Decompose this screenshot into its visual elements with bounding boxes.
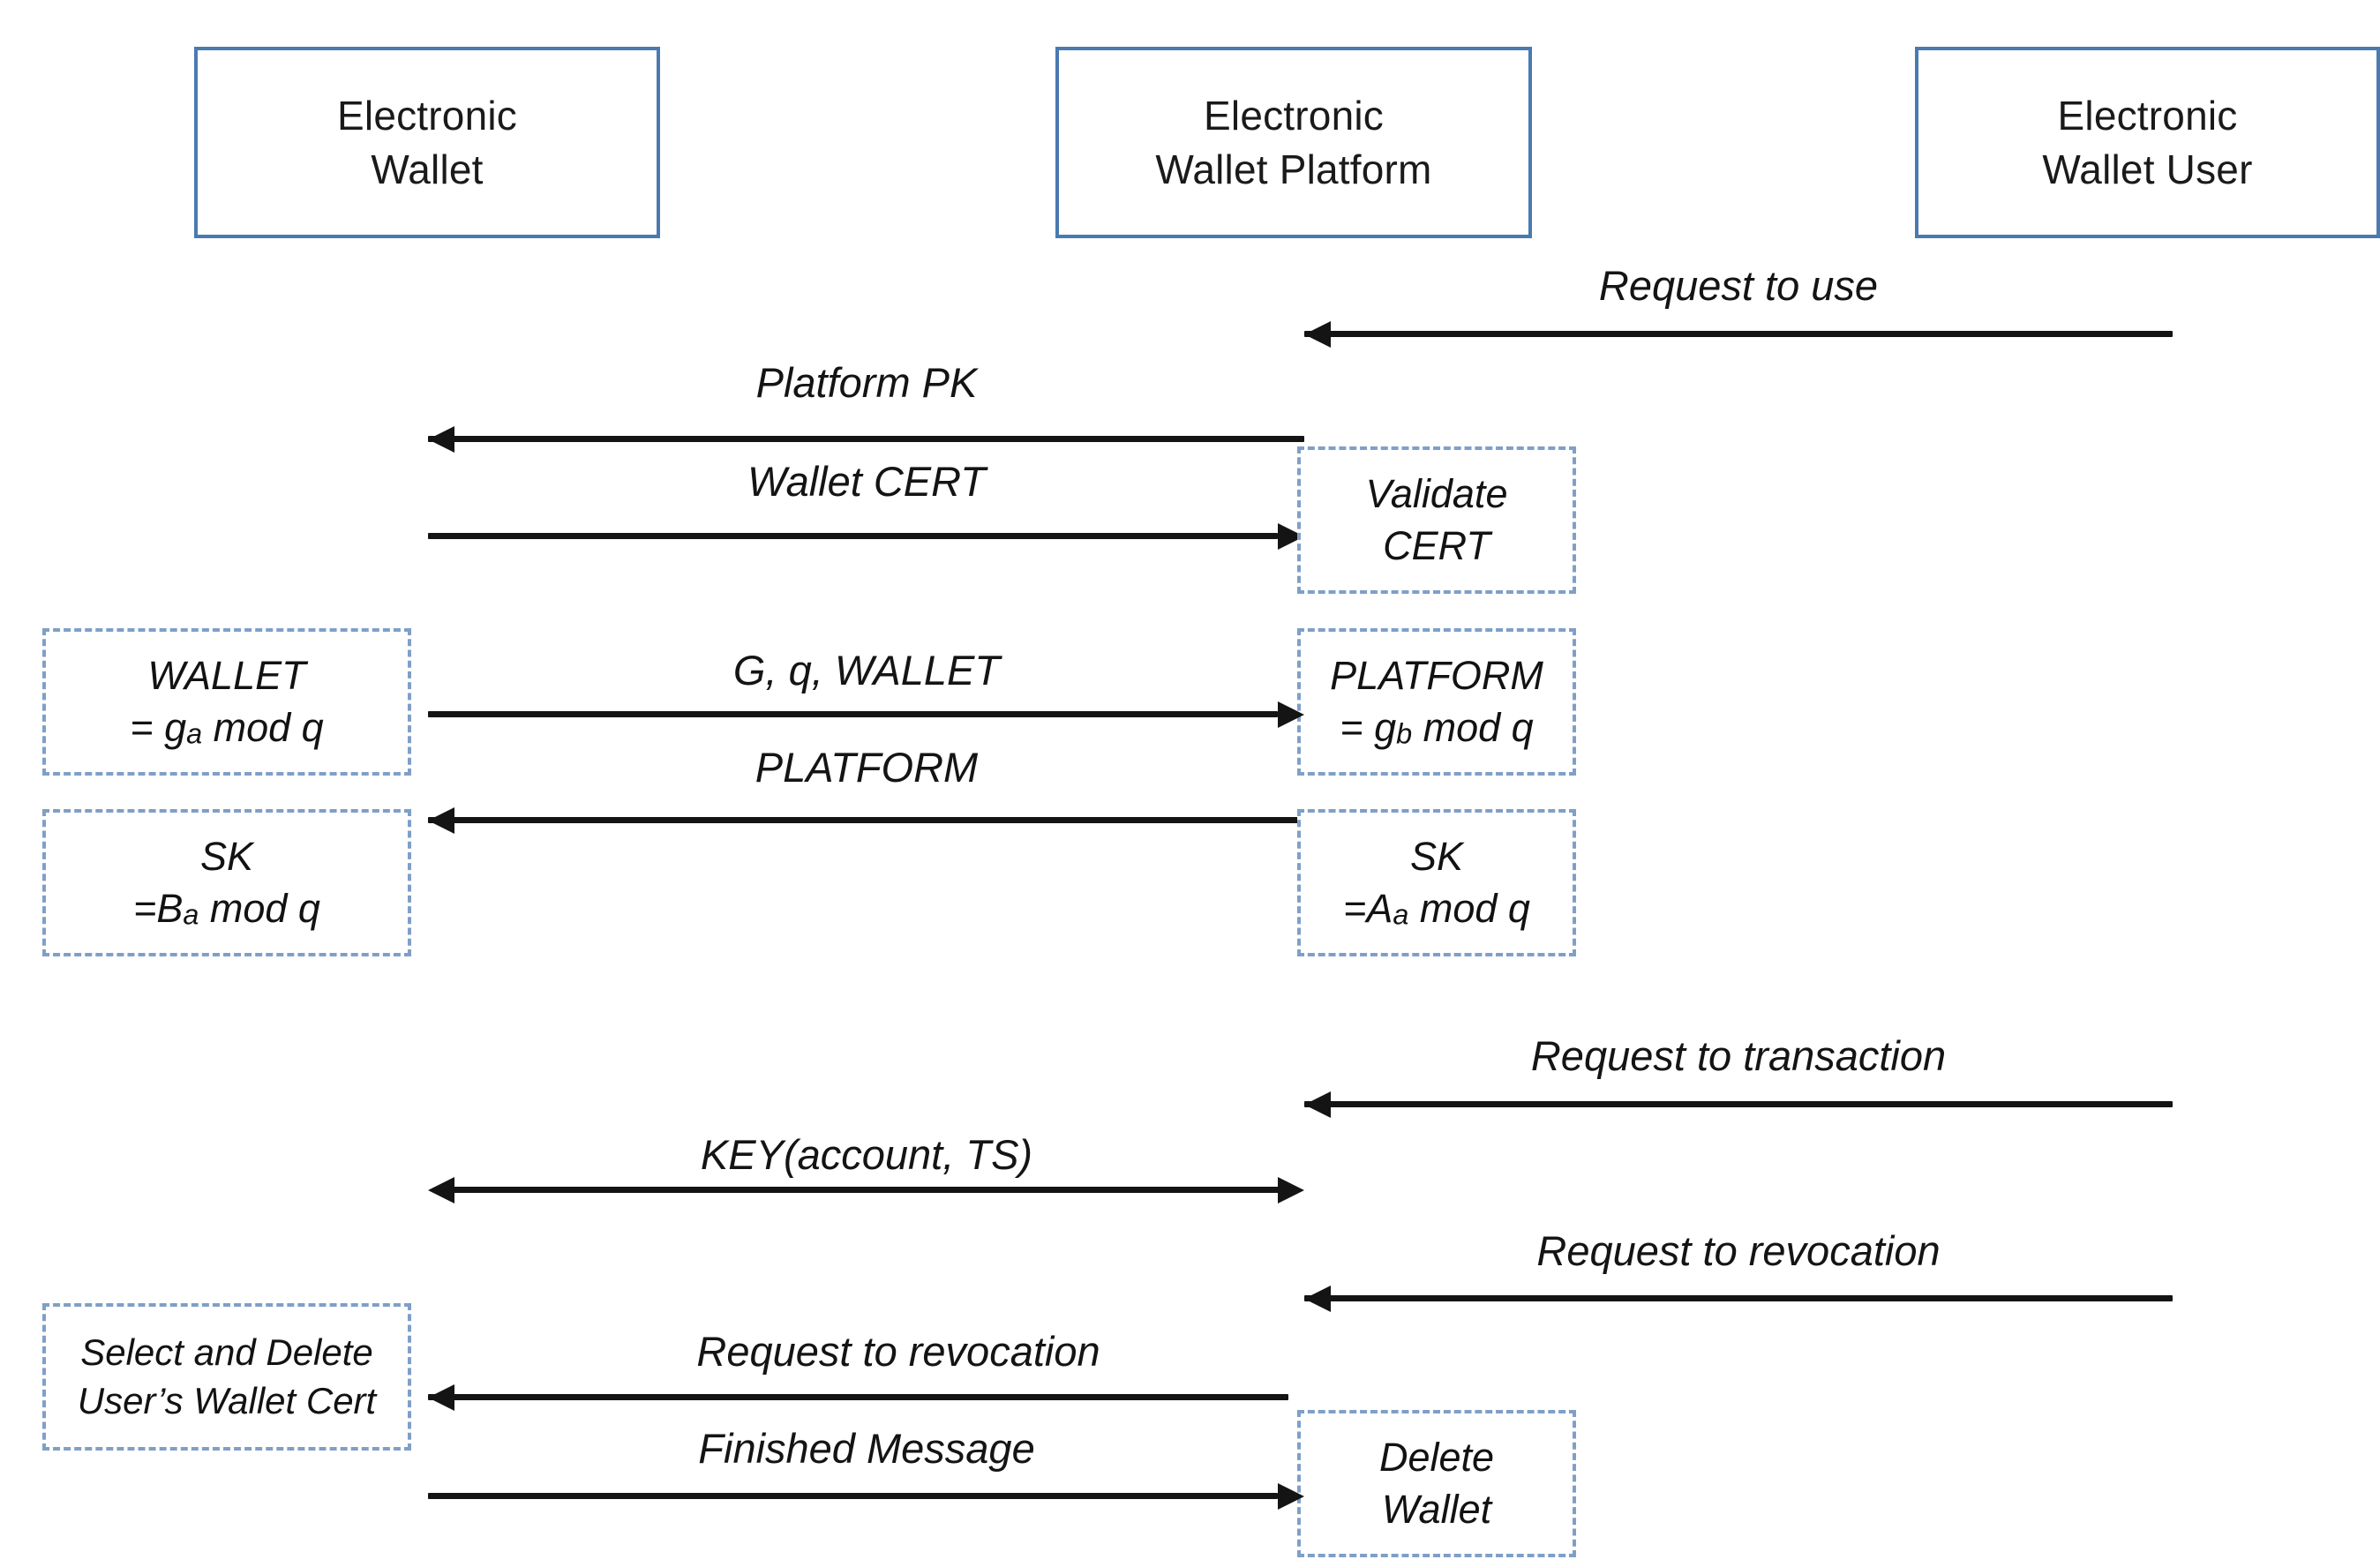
actor-label-line1: Electronic (1204, 92, 1384, 139)
arrow-shaft (447, 1187, 1285, 1193)
arrowhead-right (1278, 701, 1304, 728)
note-line2-pre: =B (133, 885, 184, 931)
note-line1: SK (199, 834, 254, 879)
arrow-shaft (1304, 1295, 2173, 1301)
note-line1: WALLET (147, 653, 306, 698)
note-line2-sub: a (1393, 898, 1409, 931)
arrow-shaft (428, 1493, 1278, 1499)
note-box-wallet-compute[interactable]: WALLET = ga mod q (42, 628, 411, 776)
note-line2-sub: b (1396, 717, 1413, 750)
arrow-shaft (1304, 331, 2173, 337)
note-box-validate-cert[interactable]: Validate CERT (1297, 446, 1576, 594)
note-line2: CERT (1383, 522, 1490, 568)
message-label-key-account-ts: KEY(account, TS) (700, 1131, 1033, 1178)
note-line1: PLATFORM (1330, 653, 1543, 698)
note-box-wallet-sk[interactable]: SK =Ba mod q (42, 809, 411, 956)
note-line1: Validate (1365, 471, 1508, 516)
actor-label-line2: Wallet (371, 146, 484, 192)
arrow-shaft (428, 817, 1304, 823)
note-line2-post: mod q (1412, 704, 1534, 750)
note-box-delete-wallet[interactable]: Delete Wallet (1297, 1410, 1576, 1557)
note-box-platform-compute[interactable]: PLATFORM = gb mod q (1297, 628, 1576, 776)
arrow-shaft (428, 436, 1304, 442)
arrowhead-left (428, 1177, 454, 1203)
message-label-platform-pk: Platform PK (755, 359, 978, 406)
note-line2-post: mod q (1408, 885, 1530, 931)
arrow-shaft (428, 711, 1278, 717)
arrow-shaft (428, 1394, 1288, 1400)
arrowhead-left (1304, 321, 1331, 348)
actor-box-wallet[interactable]: Electronic Wallet (194, 47, 660, 238)
message-label-wallet-cert: Wallet CERT (747, 458, 986, 505)
note-line1: SK (1409, 834, 1464, 879)
actor-box-platform[interactable]: Electronic Wallet Platform (1055, 47, 1532, 238)
arrowhead-left (428, 807, 454, 834)
actor-label-line2: Wallet User (2042, 146, 2253, 192)
arrowhead-left (428, 426, 454, 453)
message-label-request-to-transaction: Request to transaction (1530, 1032, 1947, 1079)
note-line2: Wallet (1381, 1486, 1492, 1532)
note-line2: =Ba mod q (133, 883, 320, 935)
note-line1: Delete (1378, 1435, 1495, 1480)
note-line2: =Aa mod q (1343, 883, 1530, 935)
note-line2: = ga mod q (130, 702, 323, 754)
note-line2: = gb mod q (1340, 702, 1533, 754)
note-box-select-delete[interactable]: Select and Delete User’s Wallet Cert (42, 1303, 411, 1451)
note-line1: Select and Delete (80, 1331, 373, 1373)
actor-label-line1: Electronic (2057, 92, 2238, 139)
actor-box-user[interactable]: Electronic Wallet User (1915, 47, 2380, 238)
note-line2-sub: a (183, 898, 199, 931)
message-label-request-to-revocation-user: Request to revocation (1536, 1227, 1941, 1274)
note-line2-pre: =A (1343, 885, 1393, 931)
arrow-shaft (1304, 1101, 2173, 1107)
arrowhead-left (1304, 1091, 1331, 1118)
arrowhead-left (1304, 1286, 1331, 1312)
note-line2-post: mod q (202, 704, 324, 750)
arrowhead-right (1278, 1483, 1304, 1510)
note-box-platform-sk[interactable]: SK =Aa mod q (1297, 809, 1576, 956)
message-label-finished-message: Finished Message (698, 1425, 1035, 1472)
actor-label-line1: Electronic (337, 92, 517, 139)
note-line2: User’s Wallet Cert (77, 1379, 377, 1421)
arrow-shaft (428, 533, 1278, 539)
message-label-request-to-revocation-platform: Request to revocation (696, 1328, 1100, 1375)
note-line2-pre: = g (130, 704, 187, 750)
arrowhead-right (1278, 1177, 1304, 1203)
message-label-platform-value: PLATFORM (755, 744, 979, 791)
note-line2-sub: a (186, 717, 203, 750)
arrowhead-left (428, 1384, 454, 1411)
actor-label-line2: Wallet Platform (1155, 146, 1432, 192)
message-label-request-to-use: Request to use (1598, 262, 1879, 309)
note-line2-post: mod q (199, 885, 320, 931)
note-line2-pre: = g (1340, 704, 1397, 750)
message-label-g-q-wallet: G, q, WALLET (732, 647, 1001, 694)
